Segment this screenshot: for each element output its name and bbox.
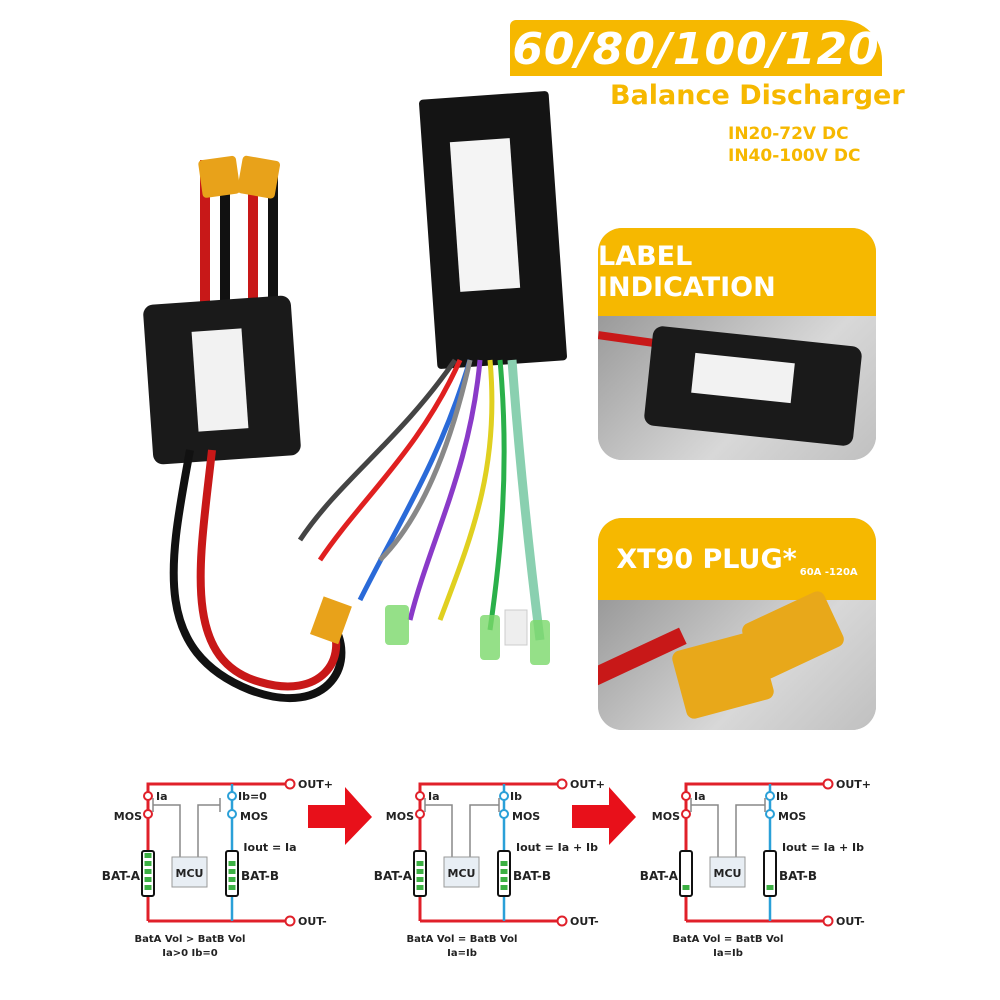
mos-a-label: MOS <box>652 810 680 823</box>
out-plus-label: OUT+ <box>570 778 605 791</box>
model-numbers: 60/80/100/120 <box>512 24 880 75</box>
product-photo <box>143 91 567 703</box>
label-photo <box>598 316 876 460</box>
out-minus-terminal <box>822 915 834 927</box>
battery-b-icon <box>763 850 777 897</box>
controller-wires <box>297 358 545 641</box>
motor-controller <box>419 91 567 369</box>
bat-a-label: BAT-A <box>374 869 413 883</box>
mcu-box <box>171 856 208 888</box>
bat-b-label: BAT-B <box>241 869 279 883</box>
iout-label: Iout = Ia <box>243 841 296 854</box>
out-minus-terminal <box>284 915 296 927</box>
input-range-1: IN20-72V DC <box>728 124 849 144</box>
mos-b-label: MOS <box>240 810 268 823</box>
voltage-condition: BatA Vol = BatB Vol <box>407 934 518 945</box>
mcu-label: MCU <box>714 867 742 880</box>
iout-label: Iout = Ia + Ib <box>516 841 598 854</box>
current-b-label: Ib=0 <box>238 790 267 803</box>
mos-gates <box>690 798 766 881</box>
out-plus-label: OUT+ <box>836 778 871 791</box>
card-title: XT90 PLUG* 60A -120A <box>598 518 876 600</box>
model-banner: 60/80/100/120 <box>510 20 882 76</box>
xt90-title: XT90 PLUG* <box>616 543 797 575</box>
current-rating: 60A -120A <box>799 567 858 578</box>
discharger-box <box>143 295 301 465</box>
voltage-condition: BatA Vol > BatB Vol <box>135 934 246 945</box>
mos-gates <box>152 798 221 881</box>
current-condition: Ia>0 Ib=0 <box>162 948 218 959</box>
current-b-label: Ib <box>776 790 788 803</box>
bat-b-label: BAT-B <box>779 869 817 883</box>
voltage-condition: BatA Vol = BatB Vol <box>673 934 784 945</box>
current-a-label: Ia <box>694 790 706 803</box>
mos-a-label: MOS <box>114 810 142 823</box>
bat-a-label: BAT-A <box>640 869 679 883</box>
out-plus-label: OUT+ <box>298 778 333 791</box>
battery-a-icon <box>679 850 693 897</box>
mos-gates <box>424 798 500 881</box>
iout-label: Iout = Ia + Ib <box>782 841 864 854</box>
mcu-label: MCU <box>176 867 204 880</box>
bat-b-label: BAT-B <box>513 869 551 883</box>
mcu-box <box>443 856 480 888</box>
mos-b-label: MOS <box>512 810 540 823</box>
out-minus-label: OUT- <box>836 915 865 928</box>
current-a-label: Ia <box>428 790 440 803</box>
mos-a-label: MOS <box>386 810 414 823</box>
current-condition: Ia=Ib <box>447 948 477 959</box>
xt90-photo <box>598 588 876 730</box>
xt90-plug-card: XT90 PLUG* 60A -120A <box>598 518 876 730</box>
card-title: LABEL INDICATION <box>598 228 876 316</box>
out-plus-terminal <box>822 778 834 790</box>
input-range-2: IN40-100V DC <box>728 146 861 166</box>
xt90-connectors-top <box>198 155 281 310</box>
mos-b-label: MOS <box>778 810 806 823</box>
out-minus-terminal <box>556 915 568 927</box>
current-condition: Ia=Ib <box>713 948 743 959</box>
out-minus-label: OUT- <box>298 915 327 928</box>
out-plus-terminal <box>556 778 568 790</box>
mcu-box <box>709 856 746 888</box>
mcu-label: MCU <box>448 867 476 880</box>
product-name: Balance Discharger <box>610 80 905 111</box>
out-minus-label: OUT- <box>570 915 599 928</box>
label-indication-card: LABEL INDICATION <box>598 228 876 460</box>
current-a-label: Ia <box>156 790 168 803</box>
transition-arrow-2 <box>572 787 636 845</box>
transition-arrow-1 <box>308 787 372 845</box>
current-b-label: Ib <box>510 790 522 803</box>
out-plus-terminal <box>284 778 296 790</box>
bat-a-label: BAT-A <box>102 869 141 883</box>
